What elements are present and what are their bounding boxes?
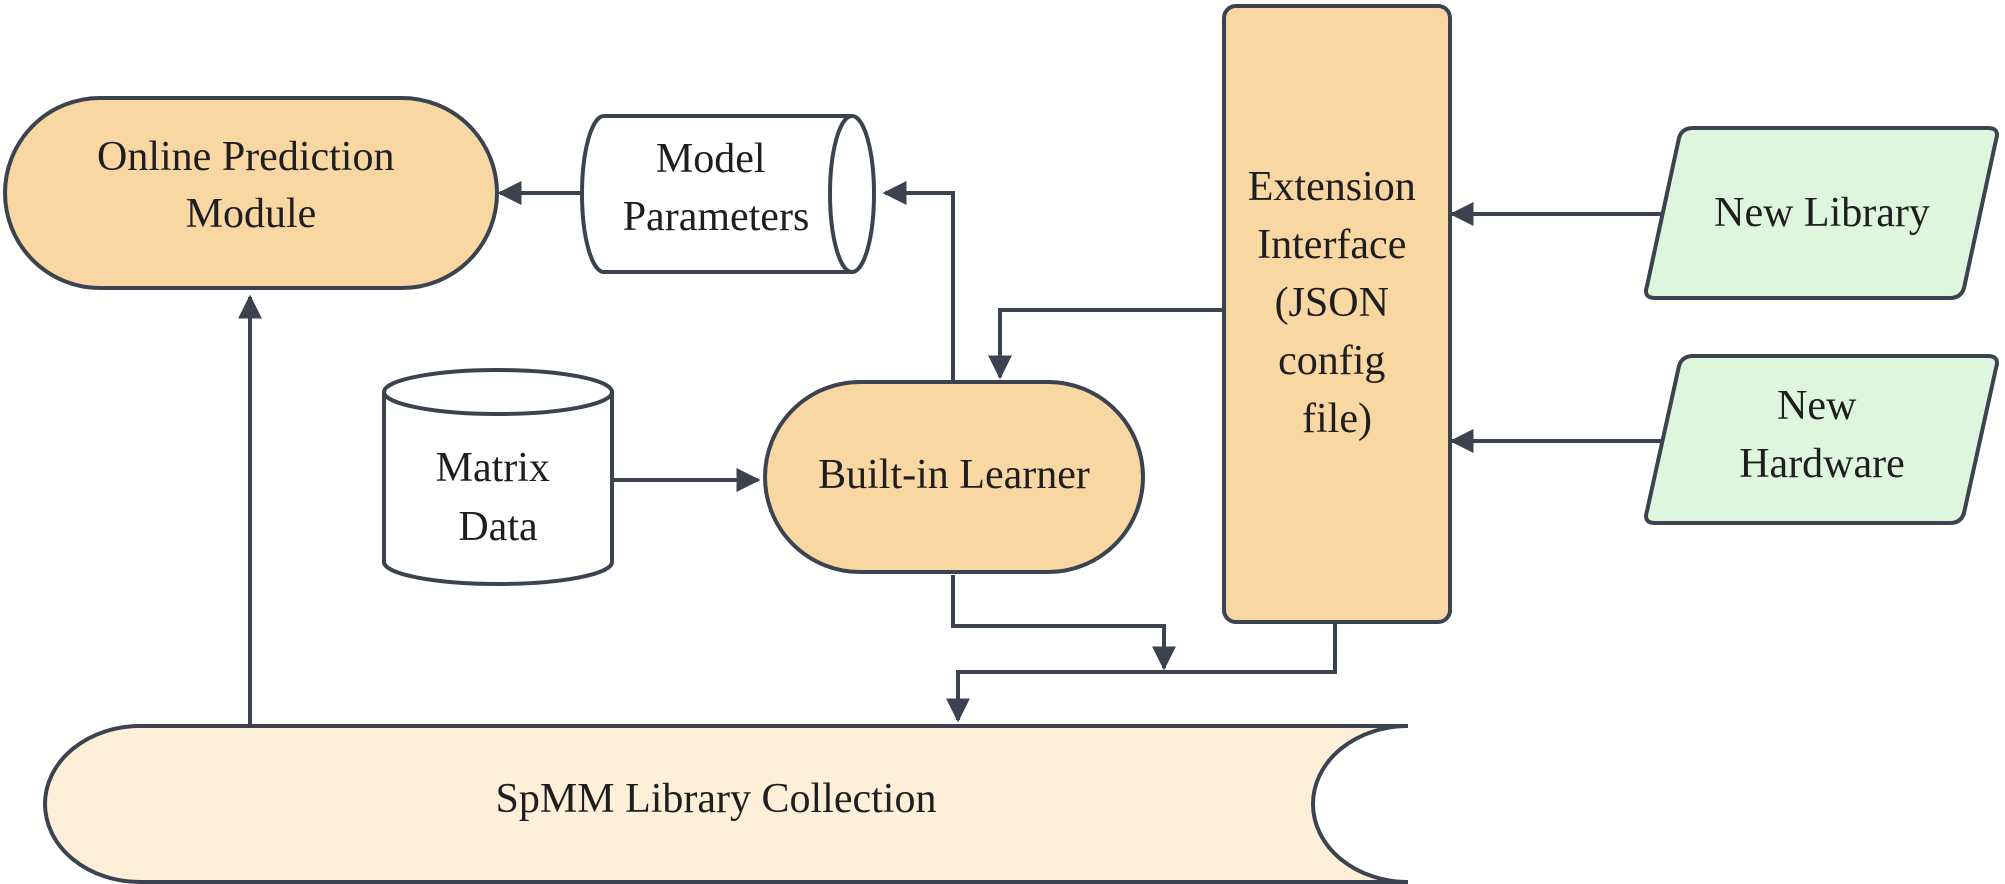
matrix-data: Matrix Data [382, 368, 614, 586]
online-prediction-module-shape [3, 96, 499, 290]
new-hardware-line-2: Hardware [1739, 441, 1905, 487]
svg-text:New Hardware: New Hardware [1739, 383, 1905, 487]
svg-text:Matrix Data: Matrix Data [436, 445, 561, 550]
matrix-data-line-2: Data [458, 504, 538, 550]
svg-text:New Library: New Library [1714, 190, 1930, 236]
matrix-data-shape [382, 368, 614, 586]
built-in-learner-line-1: Built-in Learner [818, 452, 1090, 498]
spmm-library-collection-line-1: SpMM Library Collection [496, 776, 937, 822]
new-library-shape [1644, 126, 1999, 300]
new-library: New Library [1644, 126, 1999, 300]
svg-text:Online Prediction Module: Online Prediction Module [97, 134, 405, 237]
new-library-line-1: New Library [1714, 190, 1930, 236]
built-in-learner: Built-in Learner [763, 380, 1145, 574]
extension-interface-shape [1222, 4, 1452, 624]
edge-built-in-learner-to-model-parameters [882, 181, 955, 382]
online-prediction-module-line-1: Online Prediction [97, 134, 394, 180]
matrix-data-line-1: Matrix [436, 445, 550, 491]
new-hardware: New Hardware [1644, 354, 1999, 525]
extension-interface-line-5: file) [1302, 396, 1372, 442]
svg-text:Built-in Learner: Built-in Learner [818, 452, 1090, 498]
extension-interface-line-3: (JSON [1275, 280, 1389, 326]
spmm-library-collection-shape [43, 724, 1409, 884]
svg-text:SpMM Library Collection: SpMM Library Collection [496, 776, 937, 822]
model-parameters-line-2: Parameters [623, 194, 810, 240]
new-hardware-shape [1644, 354, 1999, 525]
extension-interface: Extension Interface (JSON config file) [1222, 4, 1452, 624]
edge-built-in-learner-to-spmm-library [951, 575, 1176, 671]
edge-extension-interface-to-built-in-learner [988, 308, 1224, 380]
model-parameters: Model Parameters [580, 114, 876, 274]
edge-extension-interface-to-spmm-library [946, 622, 1337, 723]
new-hardware-line-1: New [1777, 383, 1857, 429]
extension-interface-line-1: Extension [1248, 164, 1416, 210]
online-prediction-module: Online Prediction Module [3, 96, 499, 290]
svg-text:Extension Interface: Extension Interface (JSON config file) [1248, 164, 1426, 442]
model-parameters-line-1: Model [656, 136, 766, 182]
online-prediction-module-line-2: Module [186, 191, 317, 237]
extension-interface-line-4: config [1278, 338, 1385, 384]
extension-interface-line-2: Interface [1257, 222, 1406, 268]
built-in-learner-shape [763, 380, 1145, 574]
spmm-library-collection: SpMM Library Collection [43, 724, 1409, 884]
svg-text:Model Parameters: Model Parameters [623, 136, 810, 240]
